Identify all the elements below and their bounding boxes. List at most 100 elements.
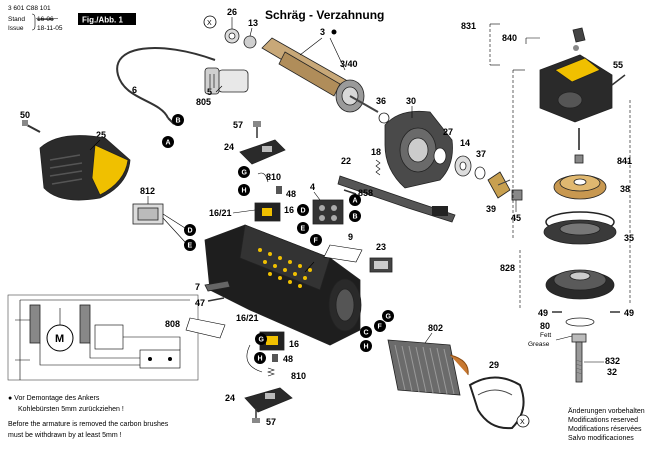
part-55: 55	[613, 60, 623, 70]
svg-text:H: H	[242, 188, 247, 195]
bushing-13	[243, 35, 257, 49]
svg-text:D: D	[188, 228, 193, 235]
part-3-40: 3/40	[340, 59, 358, 69]
bearing-26	[224, 28, 240, 44]
label-808	[185, 317, 226, 339]
badge-g-2: G	[382, 310, 394, 322]
badge-b-2: B	[349, 210, 361, 222]
clip-7	[204, 280, 231, 292]
ring-27	[433, 147, 447, 165]
figure-label: Fig./Abb. 1	[82, 16, 123, 25]
note-de-2: Kohlebürsten 5mm zurückziehen !	[18, 406, 124, 413]
part-828: 828	[500, 263, 515, 273]
part-4: 4	[310, 182, 315, 192]
part-802: 802	[428, 323, 443, 333]
svg-text:E: E	[301, 226, 306, 233]
note-en-1: Before the armature is removed the carbo…	[8, 421, 169, 428]
part-808: 808	[165, 319, 180, 329]
screw-50	[22, 120, 41, 133]
part-16-21-bottom: 16/21	[236, 313, 259, 323]
grease-label: Grease	[528, 341, 550, 348]
part-35: 35	[624, 233, 634, 243]
part-39: 39	[486, 204, 496, 214]
note-de-1: ● Vor Demontage des Ankers	[8, 395, 100, 402]
doc-number: 3 601 C88 101	[8, 5, 51, 12]
part-812: 812	[140, 186, 155, 196]
part-9: 9	[348, 232, 353, 242]
modifications-de: Änderungen vorbehalten	[568, 407, 645, 415]
part-37: 37	[476, 149, 486, 159]
part-14: 14	[460, 138, 470, 148]
part-841: 841	[617, 156, 632, 166]
part-23: 23	[376, 242, 386, 252]
gear-housing	[539, 54, 613, 123]
part-80: 80	[540, 321, 550, 331]
part-805: 805	[196, 97, 211, 107]
nut-45	[511, 189, 523, 201]
svg-text:A: A	[166, 140, 171, 147]
spring-810-bottom	[267, 367, 275, 377]
part-5: 5	[207, 87, 212, 97]
brush-cover-24-top	[239, 139, 286, 165]
flange-assembly-828	[545, 269, 615, 300]
figure-label-box	[78, 13, 136, 25]
lock-lever-22	[337, 175, 456, 223]
part-16-21-top: 16/21	[209, 208, 232, 218]
drawing-title: Schräg - Verzahnung	[265, 8, 384, 22]
ring-37	[474, 166, 486, 180]
badge-a-1: A	[162, 136, 174, 148]
badge-e-2: E	[297, 222, 309, 234]
part-22: 22	[341, 156, 351, 166]
badge-g-3: G	[255, 333, 267, 345]
part-49-left: 49	[538, 308, 548, 318]
part-38: 38	[620, 184, 630, 194]
badge-a-2: A	[349, 194, 361, 206]
part-832: 832	[605, 356, 620, 366]
switch-812	[132, 203, 186, 243]
issue-date: 18-11-05	[37, 25, 63, 32]
part-48-top: 48	[286, 189, 296, 199]
plug	[204, 67, 249, 95]
part-18: 18	[371, 147, 381, 157]
part-840: 840	[502, 33, 517, 43]
terminal-block-4	[312, 199, 344, 225]
plate-23	[369, 257, 393, 273]
spindle-lock-button	[572, 27, 586, 51]
spring-18	[375, 159, 381, 176]
part-57-bottom: 57	[266, 417, 276, 427]
brush-48-top	[257, 172, 282, 194]
bearing-14	[454, 155, 472, 177]
svg-text:H: H	[364, 344, 369, 351]
part-30: 30	[406, 96, 416, 106]
fett-label: Fett	[540, 332, 551, 339]
svg-text:D: D	[301, 208, 306, 215]
felt-ring-80	[565, 317, 595, 327]
part-7: 7	[195, 282, 200, 292]
x-mark-2: X	[520, 419, 525, 426]
part-26: 26	[227, 7, 237, 17]
modifications-en: Modifications reserved	[568, 417, 638, 424]
part-29: 29	[489, 360, 499, 370]
badge-h-2: H	[360, 340, 372, 352]
part-49-right: 49	[624, 308, 634, 318]
part-27: 27	[443, 127, 453, 137]
note-en-2: must be withdrawn by at least 5mm !	[8, 432, 122, 439]
screw-858	[343, 189, 357, 195]
ring-gear-38	[553, 174, 607, 200]
screw-47	[207, 297, 225, 302]
part-3: 3	[320, 27, 325, 37]
part-13: 13	[248, 18, 258, 28]
motor-symbol-label: M	[55, 333, 64, 345]
x-mark-1: X	[207, 20, 212, 27]
spindle-pin	[574, 128, 584, 164]
svg-text:B: B	[353, 214, 358, 221]
stand-label: Stand	[8, 16, 25, 23]
svg-text:H: H	[258, 356, 263, 363]
badge-g-1: G	[238, 166, 250, 178]
svg-text:G: G	[242, 170, 248, 177]
svg-text:C: C	[364, 330, 369, 337]
svg-text:G: G	[386, 314, 392, 321]
svg-text:A: A	[353, 198, 358, 205]
badge-f-1: F	[310, 234, 322, 246]
part-24-top: 24	[224, 142, 234, 152]
